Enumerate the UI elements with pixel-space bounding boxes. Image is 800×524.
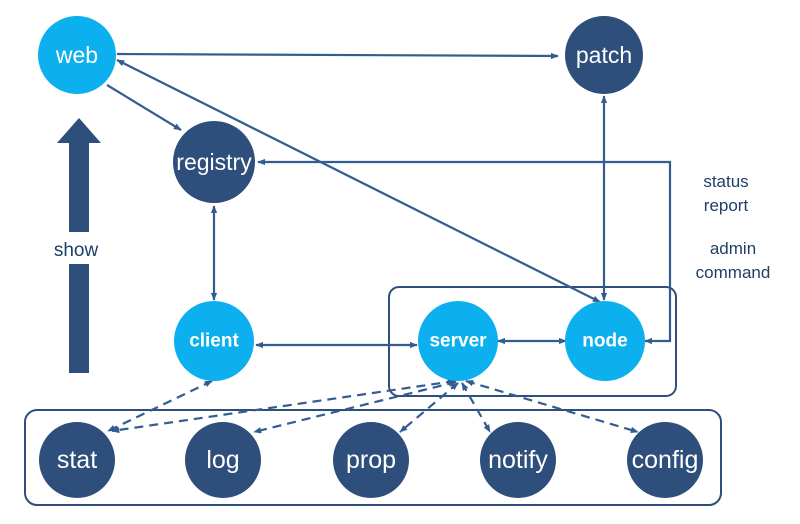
edge-web-patch <box>116 52 559 60</box>
admin-label: admin <box>710 239 756 258</box>
node-notify[interactable]: notify <box>480 422 556 498</box>
edge-server-config <box>465 379 639 434</box>
edge-server-notify <box>461 382 491 433</box>
node-stat-label: stat <box>57 446 97 474</box>
show-label: show <box>54 240 99 261</box>
edge-web-registry <box>106 84 182 131</box>
node-prop-label: prop <box>346 446 396 474</box>
edge-client-stat <box>107 380 213 432</box>
node-server-label: server <box>429 331 487 352</box>
node-web[interactable]: web <box>38 16 116 94</box>
node-web-label: web <box>55 42 98 68</box>
node-registry[interactable]: registry <box>173 121 255 203</box>
edge-server-stat <box>111 378 456 434</box>
edge-server-prop <box>399 382 459 433</box>
node-client-label: client <box>189 331 239 352</box>
node-server[interactable]: server <box>418 301 498 381</box>
status-label: status <box>703 172 748 191</box>
node-log[interactable]: log <box>185 422 261 498</box>
node-node[interactable]: node <box>565 301 645 381</box>
node-patch[interactable]: patch <box>565 16 643 94</box>
node-patch-label: patch <box>576 42 632 68</box>
edge-server-log <box>253 380 457 434</box>
report-label: report <box>704 196 749 215</box>
node-notify-label: notify <box>488 446 548 474</box>
node-prop[interactable]: prop <box>333 422 409 498</box>
node-node-label: node <box>582 331 627 352</box>
node-client[interactable]: client <box>174 301 254 381</box>
node-config-label: config <box>632 446 699 474</box>
command-label: command <box>696 263 771 282</box>
node-registry-label: registry <box>176 149 252 175</box>
node-stat[interactable]: stat <box>39 422 115 498</box>
edge-node-registry-loop <box>257 158 672 345</box>
node-config[interactable]: config <box>627 422 703 498</box>
node-log-label: log <box>206 446 239 474</box>
